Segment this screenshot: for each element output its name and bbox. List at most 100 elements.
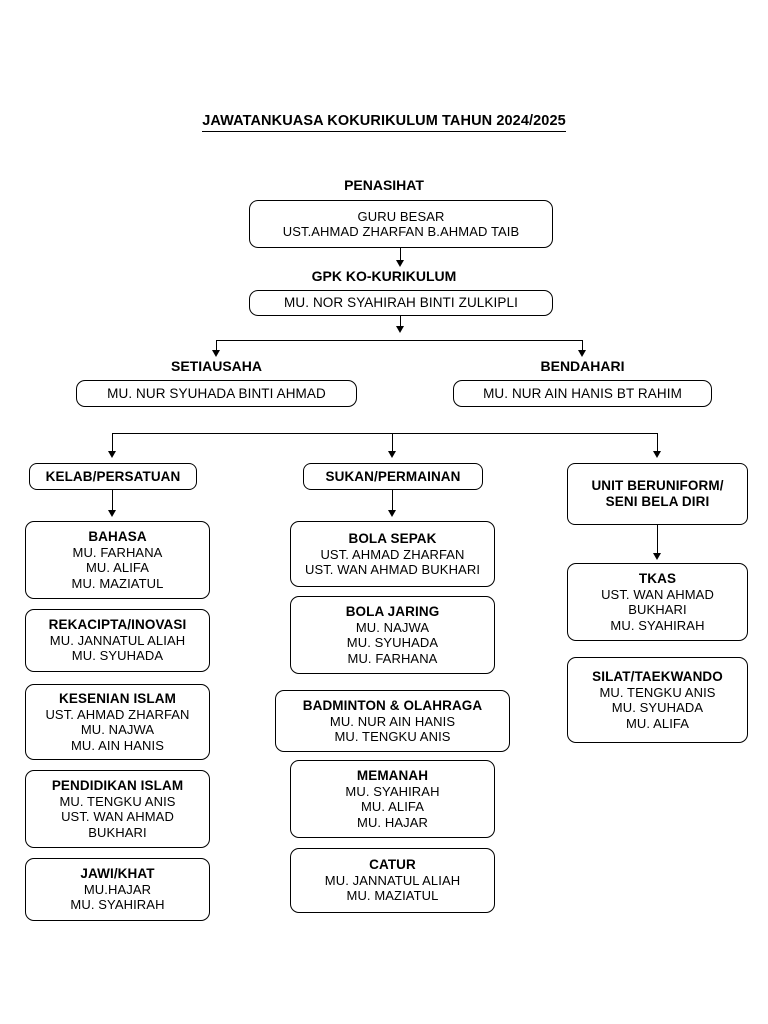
bendahari-label: BENDAHARI bbox=[453, 358, 712, 374]
column-header-unit-line1: UNIT BERUNIFORM/ bbox=[591, 478, 724, 494]
arrowhead-kelab-first bbox=[108, 510, 116, 517]
gpk-label-text: GPK KO-KURIKULUM bbox=[311, 268, 457, 284]
sukan-item-1-name-1: MU. SYUHADA bbox=[346, 635, 439, 651]
kelab-item-3-name-1: UST. WAN AHMAD bbox=[61, 809, 174, 825]
sukan-item-3-name-0: MU. SYAHIRAH bbox=[345, 783, 440, 799]
unit-item-silat-taekwando: SILAT/TAEKWANDO MU. TENGKU ANIS MU. SYUH… bbox=[567, 657, 748, 743]
bus-drop-unit bbox=[657, 433, 658, 453]
sukan-item-catur: CATUR MU. JANNATUL ALIAH MU. MAZIATUL bbox=[290, 848, 495, 913]
page-title: JAWATANKUASA KOKURIKULUM TAHUN 2024/2025 bbox=[0, 113, 768, 132]
kelab-item-2-name-2: MU. AIN HANIS bbox=[70, 737, 165, 753]
unit-item-tkas: TKAS UST. WAN AHMAD BUKHARI MU. SYAHIRAH bbox=[567, 563, 748, 641]
penasihat-title: GURU BESAR bbox=[357, 208, 445, 224]
setiausaha-label-text: SETIAUSAHA bbox=[170, 358, 262, 374]
sukan-item-0-name-0: UST. AHMAD ZHARFAN bbox=[320, 546, 465, 562]
kelab-item-1-title: REKACIPTA/INOVASI bbox=[48, 617, 187, 633]
sukan-item-bola-sepak: BOLA SEPAK UST. AHMAD ZHARFAN UST. WAN A… bbox=[290, 521, 495, 587]
bendahari-box: MU. NUR AIN HANIS BT RAHIM bbox=[453, 380, 712, 407]
sukan-item-3-name-2: MU. HAJAR bbox=[357, 814, 428, 830]
unit-item-0-name-2: MU. SYAHIRAH bbox=[610, 617, 705, 633]
sukan-item-badminton-olahraga: BADMINTON & OLAHRAGA MU. NUR AIN HANIS M… bbox=[275, 690, 510, 752]
column-header-unit-line2: SENI BELA DIRI bbox=[605, 494, 710, 509]
setiausaha-box: MU. NUR SYUHADA BINTI AHMAD bbox=[76, 380, 357, 407]
kelab-item-3-name-0: MU. TENGKU ANIS bbox=[59, 793, 176, 809]
column-header-kelab-text: KELAB/PERSATUAN bbox=[45, 468, 181, 484]
unit-item-0-name-1: BUKHARI bbox=[628, 602, 687, 618]
connector-penasihat-gpk bbox=[400, 248, 401, 262]
kelab-item-1-name-1: MU. SYUHADA bbox=[71, 648, 164, 664]
sukan-item-4-name-1: MU. MAZIATUL bbox=[346, 888, 439, 904]
sukan-item-3-name-1: MU. ALIFA bbox=[360, 799, 425, 815]
kelab-item-3-title: PENDIDIKAN ISLAM bbox=[51, 778, 184, 794]
bus-drop-sukan bbox=[392, 433, 393, 453]
kelab-item-kesenian-islam: KESENIAN ISLAM UST. AHMAD ZHARFAN MU. NA… bbox=[25, 684, 210, 760]
column-header-sukan: SUKAN/PERMAINAN bbox=[303, 463, 483, 490]
sukan-item-2-name-0: MU. NUR AIN HANIS bbox=[329, 713, 456, 729]
kelab-item-0-name-0: MU. FARHANA bbox=[72, 544, 163, 560]
penasihat-label: PENASIHAT bbox=[0, 177, 768, 193]
gpk-name-0: MU. NOR SYAHIRAH BINTI ZULKIPLI bbox=[284, 295, 518, 311]
column-header-sukan-text: SUKAN/PERMAINAN bbox=[325, 468, 461, 484]
kelab-item-pendidikan-islam: PENDIDIKAN ISLAM MU. TENGKU ANIS UST. WA… bbox=[25, 770, 210, 848]
bus-drop-setiausaha bbox=[216, 340, 217, 352]
kelab-item-1-name-0: MU. JANNATUL ALIAH bbox=[49, 633, 186, 649]
arrowhead-sukan-first bbox=[388, 510, 396, 517]
bendahari-label-text: BENDAHARI bbox=[540, 358, 625, 374]
connector-unit-first bbox=[657, 525, 658, 555]
arrowhead-kelab bbox=[108, 451, 116, 458]
unit-item-1-name-0: MU. TENGKU ANIS bbox=[599, 684, 716, 700]
gpk-label: GPK KO-KURIKULUM bbox=[0, 268, 768, 284]
unit-item-1-name-1: MU. SYUHADA bbox=[611, 700, 704, 716]
penasihat-label-text: PENASIHAT bbox=[344, 177, 424, 193]
kelab-item-0-title: BAHASA bbox=[88, 529, 147, 545]
arrowhead-setiausaha bbox=[212, 350, 220, 357]
arrowhead-penasihat-gpk bbox=[396, 260, 404, 267]
kelab-item-4-name-1: MU. SYAHIRAH bbox=[70, 897, 165, 913]
sukan-item-1-name-0: MU. NAJWA bbox=[355, 619, 430, 635]
gpk-box: MU. NOR SYAHIRAH BINTI ZULKIPLI bbox=[249, 290, 553, 316]
sukan-item-bola-jaring: BOLA JARING MU. NAJWA MU. SYUHADA MU. FA… bbox=[290, 596, 495, 674]
arrowhead-bendahari bbox=[578, 350, 586, 357]
column-header-kelab: KELAB/PERSATUAN bbox=[29, 463, 197, 490]
sukan-item-memanah: MEMANAH MU. SYAHIRAH MU. ALIFA MU. HAJAR bbox=[290, 760, 495, 838]
sukan-item-3-title: MEMANAH bbox=[356, 768, 429, 784]
column-header-unit: UNIT BERUNIFORM/ SENI BELA DIRI bbox=[567, 463, 748, 525]
bus-drop-kelab bbox=[112, 433, 113, 453]
kelab-item-jawi-khat: JAWI/KHAT MU.HAJAR MU. SYAHIRAH bbox=[25, 858, 210, 921]
sukan-item-0-name-1: UST. WAN AHMAD BUKHARI bbox=[304, 561, 481, 577]
connector-sukan-first bbox=[392, 490, 393, 512]
arrowhead-unit bbox=[653, 451, 661, 458]
kelab-item-3-name-2: BUKHARI bbox=[88, 824, 147, 840]
bus-setiausaha-bendahari bbox=[216, 340, 582, 341]
setiausaha-label: SETIAUSAHA bbox=[76, 358, 357, 374]
kelab-item-2-name-1: MU. NAJWA bbox=[80, 722, 155, 738]
sukan-item-2-name-1: MU. TENGKU ANIS bbox=[334, 728, 451, 744]
penasihat-name-0: UST.AHMAD ZHARFAN B.AHMAD TAIB bbox=[282, 224, 520, 239]
kelab-item-2-title: KESENIAN ISLAM bbox=[59, 691, 176, 707]
kelab-item-4-name-0: MU.HAJAR bbox=[83, 882, 152, 898]
connector-kelab-first bbox=[112, 490, 113, 512]
kelab-item-rekacipta-inovasi: REKACIPTA/INOVASI MU. JANNATUL ALIAH MU.… bbox=[25, 609, 210, 672]
connector-gpk-down bbox=[400, 316, 401, 328]
kelab-item-bahasa: BAHASA MU. FARHANA MU. ALIFA MU. MAZIATU… bbox=[25, 521, 210, 599]
unit-item-0-title: TKAS bbox=[638, 571, 677, 587]
setiausaha-name-0: MU. NUR SYUHADA BINTI AHMAD bbox=[107, 385, 326, 401]
penasihat-box: GURU BESAR UST.AHMAD ZHARFAN B.AHMAD TAI… bbox=[249, 200, 553, 248]
sukan-item-0-title: BOLA SEPAK bbox=[348, 530, 437, 546]
bus-drop-bendahari bbox=[582, 340, 583, 352]
bus-three-columns bbox=[112, 433, 658, 434]
unit-item-1-title: SILAT/TAEKWANDO bbox=[592, 669, 723, 685]
sukan-item-1-title: BOLA JARING bbox=[345, 604, 440, 620]
unit-item-1-name-2: MU. ALIFA bbox=[625, 715, 690, 731]
sukan-item-2-title: BADMINTON & OLAHRAGA bbox=[302, 697, 483, 713]
bendahari-name-0: MU. NUR AIN HANIS BT RAHIM bbox=[483, 385, 682, 401]
kelab-item-0-name-2: MU. MAZIATUL bbox=[71, 575, 164, 591]
kelab-item-0-name-1: MU. ALIFA bbox=[85, 560, 150, 576]
arrowhead-unit-first bbox=[653, 553, 661, 560]
arrowhead-gpk-down bbox=[396, 326, 404, 333]
arrowhead-sukan bbox=[388, 451, 396, 458]
unit-item-0-name-0: UST. WAN AHMAD bbox=[601, 586, 714, 602]
kelab-item-2-name-0: UST. AHMAD ZHARFAN bbox=[45, 706, 190, 722]
sukan-item-4-name-0: MU. JANNATUL ALIAH bbox=[324, 873, 461, 889]
